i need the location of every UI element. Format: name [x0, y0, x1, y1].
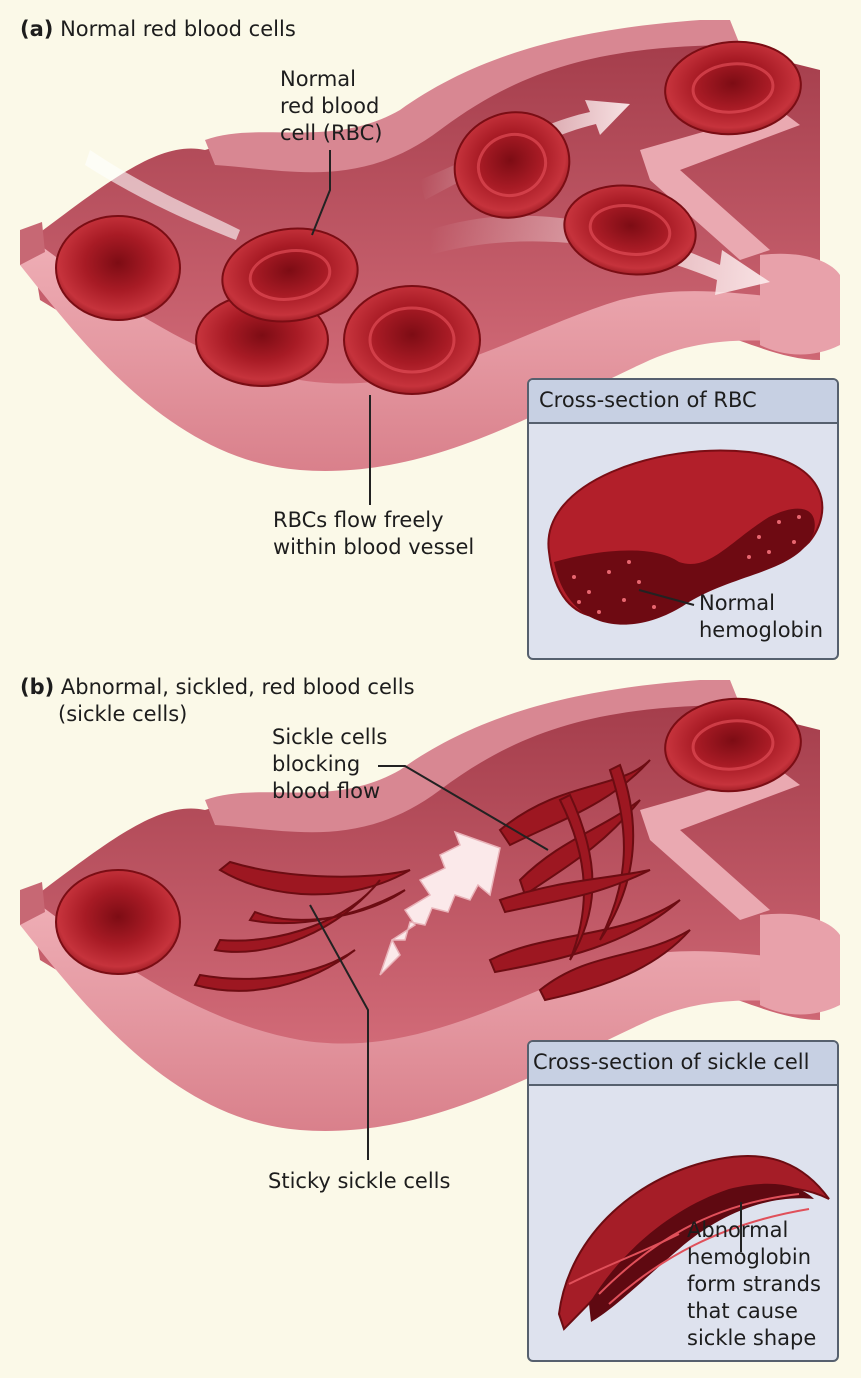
sickle-cells — [193, 759, 691, 1002]
inset-rbc-title: Cross-section of RBC — [539, 388, 757, 412]
label-normal-hemoglobin-line: hemoglobin — [699, 618, 824, 642]
label-normal-rbc-line: cell (RBC) — [280, 121, 383, 145]
label-abnormal-hemoglobin-line: form strands — [687, 1272, 821, 1296]
inset-rbc-header: Cross-section of RBC — [529, 380, 837, 424]
inset-sickle-cross-section: Cross-section of sickle cell Abnormal he… — [527, 1040, 839, 1362]
label-sickle-blocking-line: blocking — [272, 752, 361, 776]
label-normal-rbc: Normal red blood cell (RBC) — [280, 66, 383, 147]
label-abnormal-hemoglobin-line: sickle shape — [687, 1326, 817, 1350]
panel-a-title: (a) Normal red blood cells — [20, 16, 296, 43]
blocked-flow-arrow — [379, 830, 501, 976]
label-sticky-sickle: Sticky sickle cells — [268, 1169, 451, 1193]
flow-arrows-a — [85, 100, 770, 295]
label-abnormal-hemoglobin-line: that cause — [687, 1299, 798, 1323]
rbc-cells-b — [55, 697, 802, 975]
label-abnormal-hemoglobin: Abnormal hemoglobin form strands that ca… — [687, 1217, 821, 1352]
label-normal-hemoglobin: Normal hemoglobin — [699, 590, 823, 644]
sickle-cross-section-art — [557, 1155, 830, 1331]
inset-rbc-cross-section: Cross-section of RBC Normal hemoglobin — [527, 378, 839, 660]
leader-lines-b — [309, 765, 549, 1160]
panel-b-letter: (b) — [20, 675, 55, 699]
inset-sickle-title: Cross-section of sickle cell — [533, 1050, 810, 1074]
label-rbcs-flow: RBCs flow freely within blood vessel — [273, 507, 474, 561]
label-sickle-blocking-line: Sickle cells — [272, 725, 388, 749]
label-normal-rbc-line: Normal — [280, 67, 356, 91]
label-rbcs-flow-line: RBCs flow freely — [273, 508, 444, 532]
label-normal-hemoglobin-line: Normal — [699, 591, 775, 615]
label-abnormal-hemoglobin-line: Abnormal — [687, 1218, 789, 1242]
label-sickle-blocking-line: blood flow — [272, 779, 381, 803]
panel-b-title: (b) Abnormal, sickled, red blood cells (… — [20, 674, 415, 728]
panel-a-letter: (a) — [20, 17, 54, 41]
label-rbcs-flow-line: within blood vessel — [273, 535, 475, 559]
leader-lines-a — [311, 150, 371, 505]
rbc-cross-section-art — [547, 449, 824, 625]
panel-a-title-text: Normal red blood cells — [60, 17, 296, 41]
inset-sickle-header: Cross-section of sickle cell — [529, 1042, 837, 1086]
label-abnormal-hemoglobin-line: hemoglobin — [687, 1245, 812, 1269]
panel-b-title-line: Abnormal, sickled, red blood cells — [60, 675, 415, 699]
label-normal-rbc-line: red blood — [280, 94, 380, 118]
panel-b-title-line: (sickle cells) — [58, 702, 188, 726]
label-sickle-blocking: Sickle cells blocking blood flow — [272, 724, 387, 805]
rbc-cells-a — [55, 40, 802, 395]
